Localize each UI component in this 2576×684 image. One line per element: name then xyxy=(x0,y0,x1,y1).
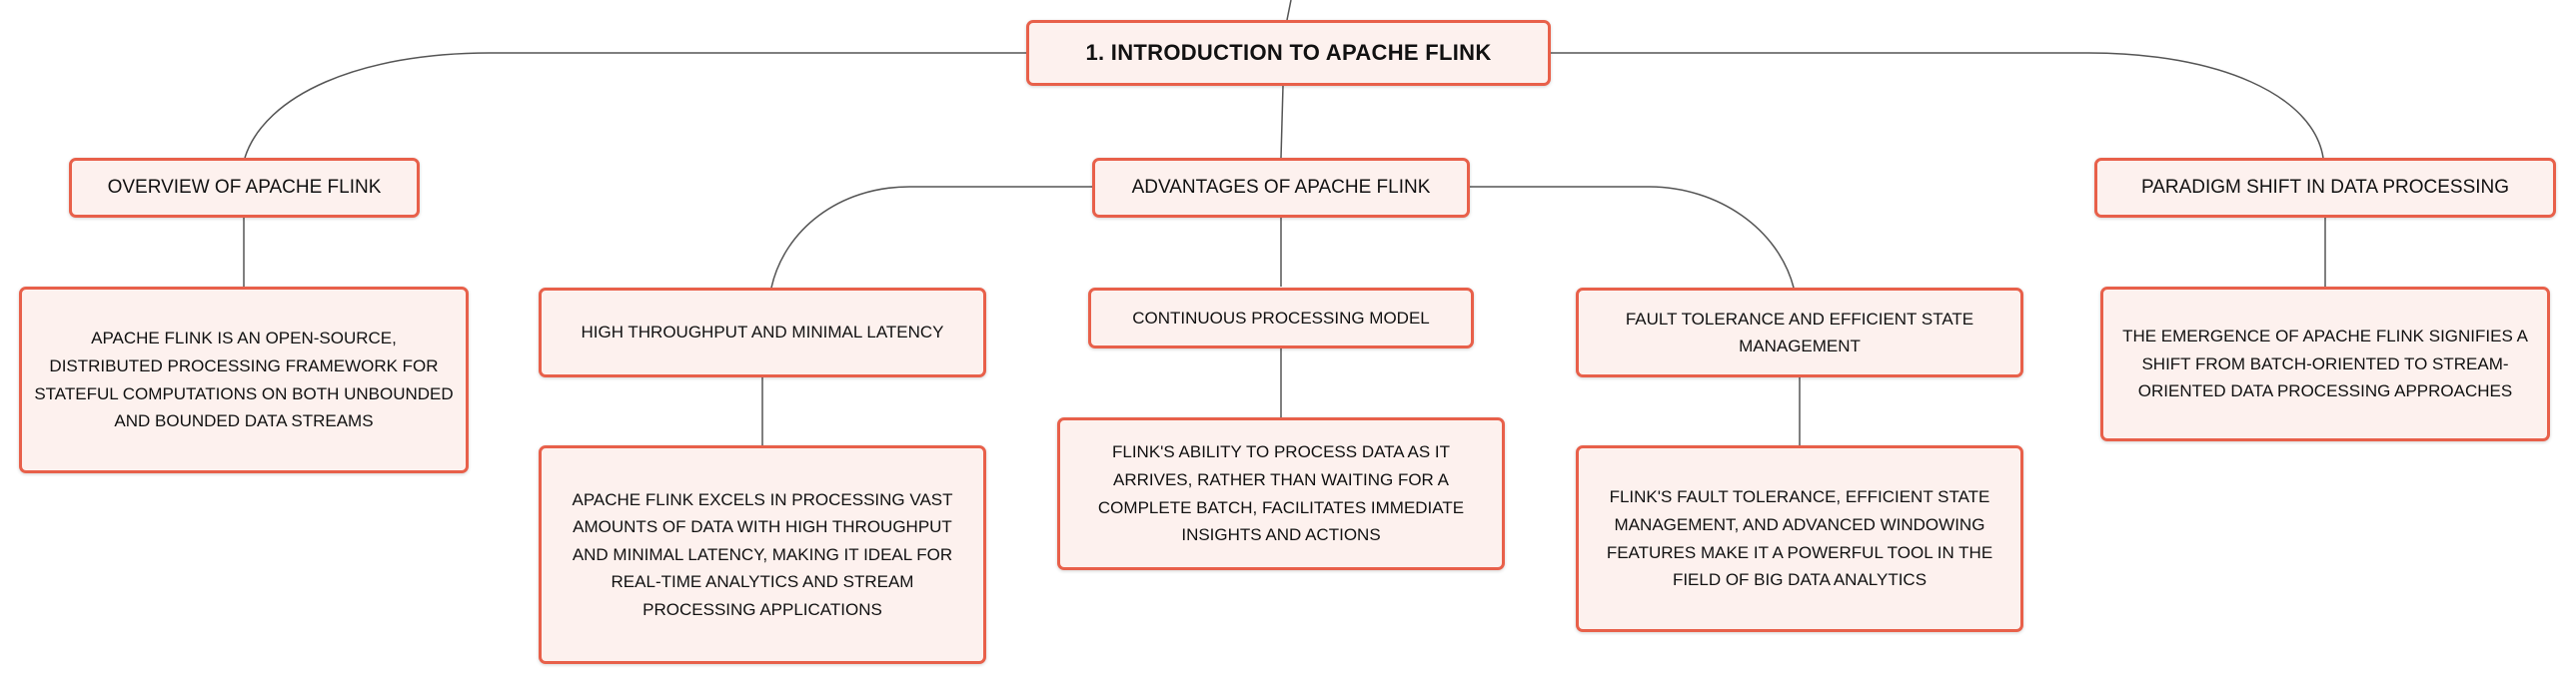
detail-overview[interactable]: APACHE FLINK IS AN OPEN-SOURCE, DISTRIBU… xyxy=(19,287,469,473)
topic-fault-tolerance[interactable]: FAULT TOLERANCE AND EFFICIENT STATE MANA… xyxy=(1576,288,2023,377)
branch-paradigm[interactable]: PARADIGM SHIFT IN DATA PROCESSING xyxy=(2094,158,2556,218)
connector-root-advantages xyxy=(1280,85,1284,159)
detail-continuous-text: FLINK'S ABILITY TO PROCESS DATA AS IT AR… xyxy=(1097,442,1465,545)
root-node[interactable]: 1. INTRODUCTION TO APACHE FLINK xyxy=(1026,20,1551,86)
topic-throughput-title: HIGH THROUGHPUT AND MINIMAL LATENCY xyxy=(581,323,944,342)
detail-paradigm-text: THE EMERGENCE OF APACHE FLINK SIGNIFIES … xyxy=(2122,327,2528,401)
branch-overview[interactable]: OVERVIEW OF APACHE FLINK xyxy=(69,158,420,218)
branch-overview-title: OVERVIEW OF APACHE FLINK xyxy=(107,177,382,198)
connector-root-paradigm xyxy=(1549,52,2324,159)
root-title: 1. INTRODUCTION TO APACHE FLINK xyxy=(1085,40,1492,65)
detail-paradigm[interactable]: THE EMERGENCE OF APACHE FLINK SIGNIFIES … xyxy=(2100,287,2550,441)
detail-fault-tolerance-text: FLINK'S FAULT TOLERANCE, EFFICIENT STATE… xyxy=(1606,487,1993,590)
topic-throughput[interactable]: HIGH THROUGHPUT AND MINIMAL LATENCY xyxy=(539,288,986,377)
detail-throughput-text: APACHE FLINK EXCELS IN PROCESSING VAST A… xyxy=(572,489,953,619)
detail-overview-text: APACHE FLINK IS AN OPEN-SOURCE, DISTRIBU… xyxy=(34,329,454,431)
detail-continuous[interactable]: FLINK'S ABILITY TO PROCESS DATA AS IT AR… xyxy=(1057,417,1505,570)
connector-advantages-throughput xyxy=(770,186,1092,289)
branch-paradigm-title: PARADIGM SHIFT IN DATA PROCESSING xyxy=(2140,177,2510,198)
detail-throughput[interactable]: APACHE FLINK EXCELS IN PROCESSING VAST A… xyxy=(539,445,986,664)
branch-advantages-title: ADVANTAGES OF APACHE FLINK xyxy=(1131,177,1431,198)
connector-root-top xyxy=(1286,0,1292,21)
connector-advantages-fault xyxy=(1470,186,1795,289)
topic-fault-tolerance-title: FAULT TOLERANCE AND EFFICIENT STATE MANA… xyxy=(1625,309,1974,355)
detail-fault-tolerance[interactable]: FLINK'S FAULT TOLERANCE, EFFICIENT STATE… xyxy=(1576,445,2023,632)
branch-advantages[interactable]: ADVANTAGES OF APACHE FLINK xyxy=(1092,158,1470,218)
topic-continuous[interactable]: CONTINUOUS PROCESSING MODEL xyxy=(1088,288,1474,348)
topic-continuous-title: CONTINUOUS PROCESSING MODEL xyxy=(1132,308,1430,328)
connector-root-overview xyxy=(244,52,1029,159)
